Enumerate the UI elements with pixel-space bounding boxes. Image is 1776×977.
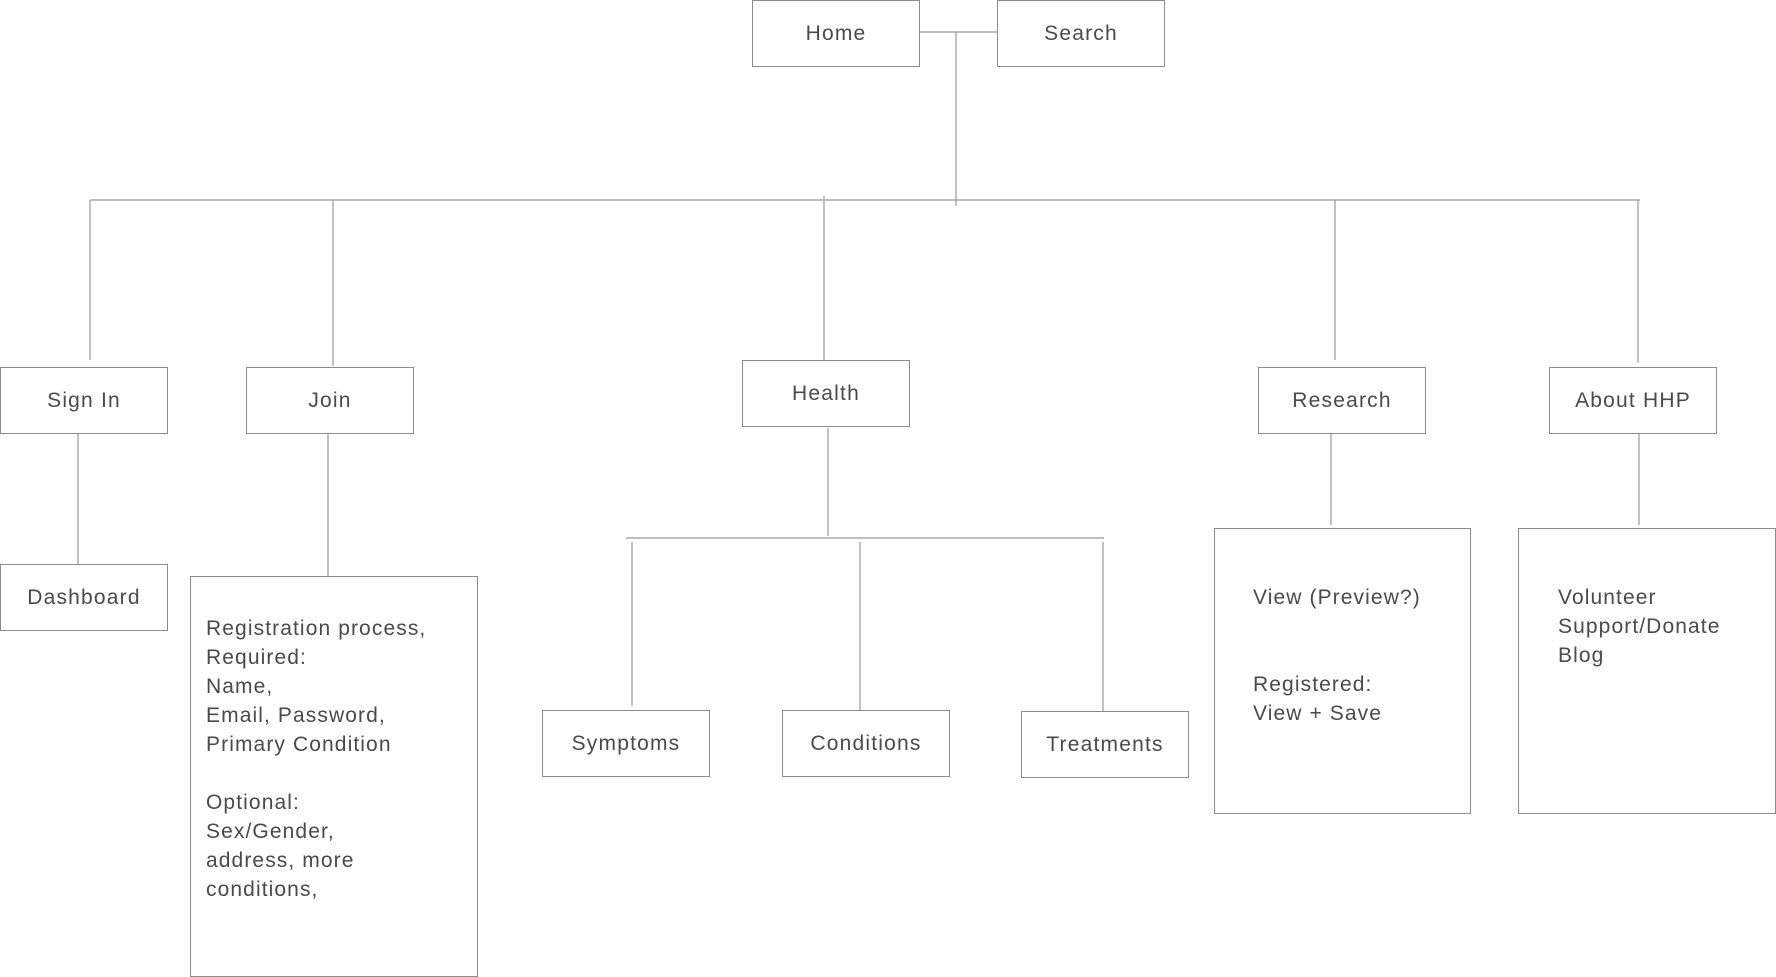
dashboard-node: Dashboard: [0, 564, 168, 631]
health-node: Health: [742, 360, 910, 427]
research-detail-line: View + Save: [1253, 702, 1383, 725]
join-detail-line: Email, Password,: [206, 704, 386, 727]
research-node: Research: [1258, 367, 1426, 434]
treatments-node: Treatments: [1021, 711, 1189, 778]
join-detail-line: Optional:: [206, 791, 300, 814]
research-detail-line: [1253, 641, 1470, 670]
symptoms-node: Symptoms: [542, 710, 710, 777]
join-detail-line: Required:: [206, 646, 307, 669]
research-detail-line: [1253, 612, 1470, 641]
about-hhp-node: About HHP: [1549, 367, 1717, 434]
research-detail-line: View (Preview?): [1253, 586, 1421, 609]
join-detail-line: Name,: [206, 675, 274, 698]
join-detail-line: [206, 759, 477, 788]
search-node: Search: [997, 0, 1165, 67]
join-detail-line: Primary Condition: [206, 733, 392, 756]
research-detail-line: Registered:: [1253, 673, 1373, 696]
about-detail-line: Volunteer: [1558, 586, 1657, 609]
join-detail-line: Sex/Gender,: [206, 820, 335, 843]
about-detail-line: Blog: [1558, 644, 1605, 667]
about-detail-line: Support/Donate: [1558, 615, 1721, 638]
research-details-box: View (Preview?) Registered: View + Save: [1214, 528, 1471, 814]
home-node: Home: [752, 0, 920, 67]
sign-in-node: Sign In: [0, 367, 168, 434]
join-detail-line: Registration process,: [206, 617, 427, 640]
join-details-box: Registration process, Required: Name, Em…: [190, 576, 478, 977]
about-details-box: Volunteer Support/Donate Blog: [1518, 528, 1776, 814]
join-detail-line: conditions,: [206, 878, 319, 901]
conditions-node: Conditions: [782, 710, 950, 777]
join-detail-line: address, more: [206, 849, 355, 872]
join-node: Join: [246, 367, 414, 434]
